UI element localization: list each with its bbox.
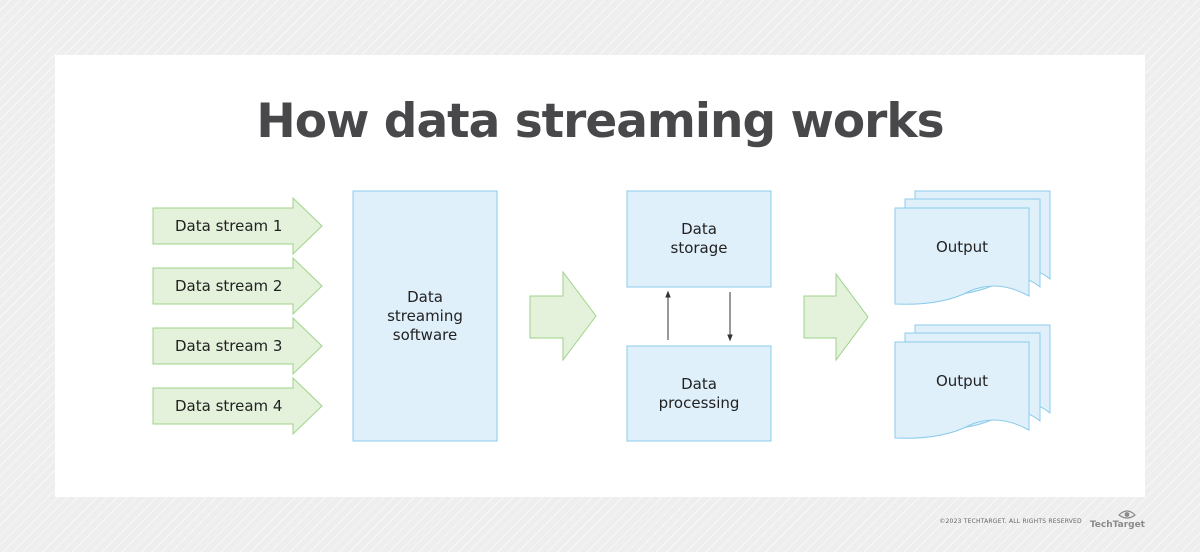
output-label-2: Output — [936, 372, 988, 390]
output-stack-1: Output — [894, 190, 1051, 305]
page-title: How data streaming works — [256, 94, 944, 149]
stream-arrow-3: Data stream 3 — [152, 316, 323, 376]
processing-label-line-1: Data — [681, 375, 717, 393]
processing-label-line-2: processing — [659, 394, 740, 412]
eye-icon — [1117, 510, 1136, 519]
stream-label-4: Data stream 4 — [175, 397, 282, 415]
stream-label-2: Data stream 2 — [175, 277, 282, 295]
brand-name: TechTarget — [1089, 520, 1145, 530]
output-stack-2: Output — [894, 324, 1051, 439]
output-label-1: Output — [936, 238, 988, 256]
software-label-line-2: streaming — [387, 307, 463, 325]
flow-arrow-2 — [803, 272, 869, 362]
stream-label-3: Data stream 3 — [175, 337, 282, 355]
software-label-line-1: Data — [407, 288, 443, 306]
flow-arrow-1 — [529, 270, 597, 362]
streaming-software-box: Data streaming software — [352, 190, 498, 442]
storage-label-line-1: Data — [681, 220, 717, 238]
stream-arrow-1: Data stream 1 — [152, 196, 323, 256]
storage-label-line-2: storage — [671, 239, 728, 257]
storage-box: Data storage — [626, 190, 772, 288]
copyright-text: ©2023 TECHTARGET. ALL RIGHTS RESERVED — [939, 517, 1082, 525]
stream-arrow-2: Data stream 2 — [152, 256, 323, 316]
stream-label-1: Data stream 1 — [175, 217, 282, 235]
techtarget-logo: TechTarget — [1089, 510, 1145, 530]
stream-arrow-4: Data stream 4 — [152, 376, 323, 436]
footer: ©2023 TECHTARGET. ALL RIGHTS RESERVED Te… — [939, 510, 1145, 530]
software-label-line-3: software — [393, 326, 457, 344]
processing-box: Data processing — [626, 345, 772, 442]
